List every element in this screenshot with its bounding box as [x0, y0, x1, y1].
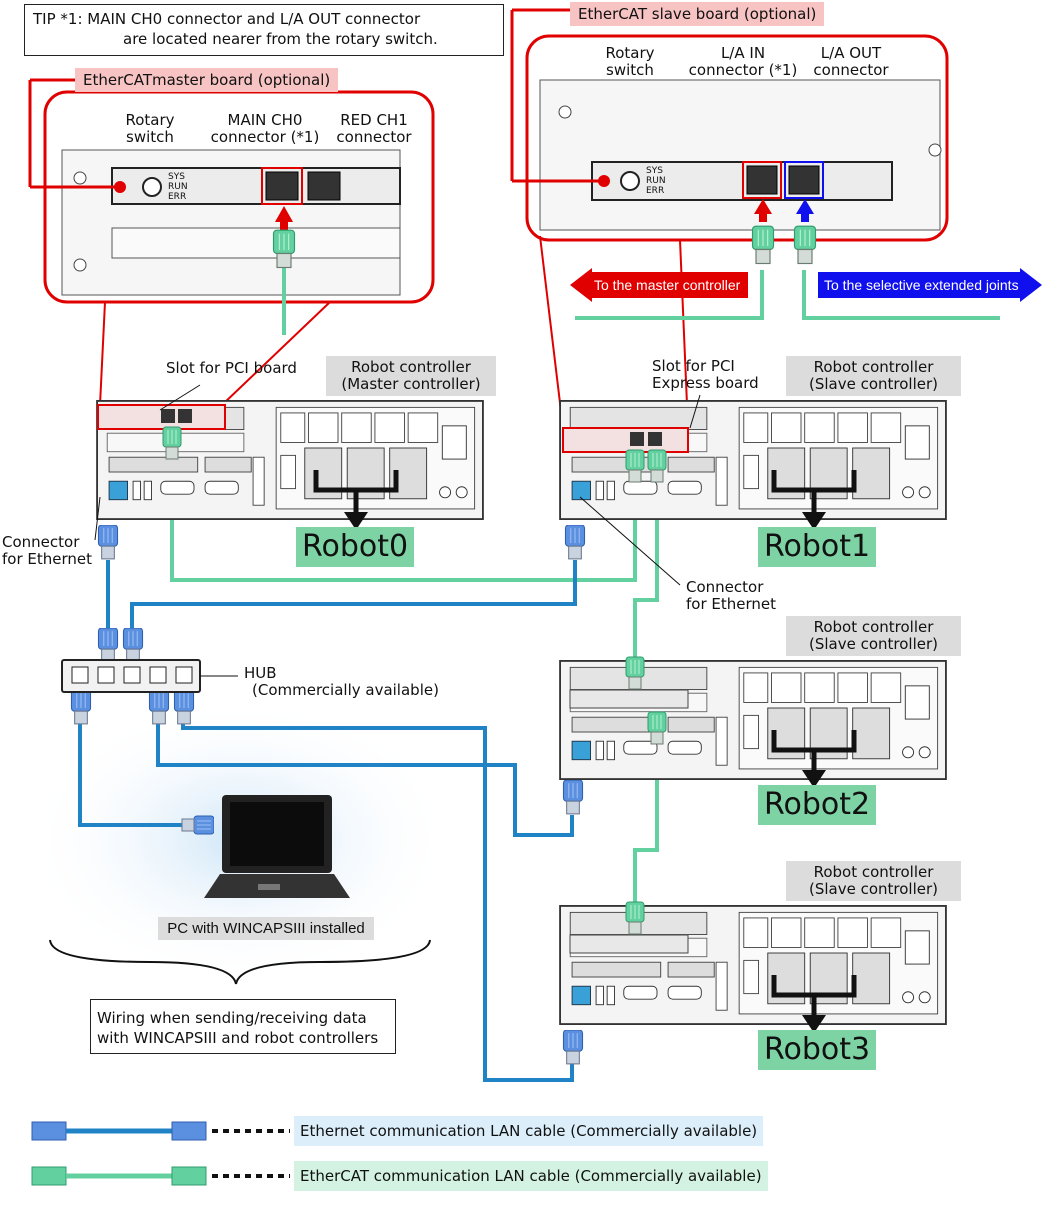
controller-slave-1: [559, 400, 947, 520]
hub-label: HUB (Commercially available): [244, 664, 439, 699]
la-in-label: L/A IN connector (*1): [688, 44, 798, 79]
master-board-title: EtherCATmaster board (optional): [75, 68, 339, 92]
laptop-icon: [204, 795, 350, 898]
controller-slave-1-label: Robot controller (Slave controller): [786, 356, 961, 396]
legend-ethercat-label: EtherCAT communication LAN cable (Commer…: [294, 1161, 768, 1191]
wiring-note-line-2: with WINCAPSIII and robot controllers: [97, 1029, 379, 1047]
robot3-label: Robot3: [758, 1030, 877, 1070]
to-master-label: To the master controller: [594, 277, 741, 293]
master-rotary-switch-label: Rotary switch: [125, 111, 175, 146]
wiring-note-line-1: Wiring when sending/receiving data: [97, 1009, 367, 1027]
robot-arrows: [313, 470, 857, 1033]
master-led-labels: SYS RUN ERR: [168, 172, 188, 202]
wiring-note-box: Wiring when sending/receiving data with …: [90, 999, 396, 1054]
hub-device: [61, 659, 238, 693]
controller-slave-3: [559, 905, 947, 1025]
slave-board-title: EtherCAT slave board (optional): [570, 2, 825, 26]
to-master-arrow: [570, 268, 748, 302]
controller-slave-2: [559, 660, 947, 780]
ethernet-connector-label-master: Connector for Ethernet: [2, 533, 93, 568]
slave-led-labels: SYS RUN ERR: [646, 166, 666, 196]
legend-ethernet-label: Ethernet communication LAN cable (Commer…: [294, 1116, 764, 1146]
slave-board-inset: [525, 34, 949, 242]
robot2-label: Robot2: [758, 785, 877, 825]
pci-slot-label: Slot for PCI board: [166, 359, 297, 377]
legend-ethercat-cable: [31, 1166, 290, 1186]
wiring-brace: [49, 939, 431, 985]
robot0-label: Robot0: [296, 527, 415, 567]
to-joints-arrow: [818, 268, 1042, 302]
tip-box: TIP *1: MAIN CH0 connector and L/A OUT c…: [24, 4, 504, 56]
ethernet-connector-label-slave: Connector for Ethernet: [686, 578, 777, 613]
pci-express-slot-label: Slot for PCI Express board: [652, 357, 759, 392]
legend-ethernet-cable: [31, 1121, 290, 1141]
to-joints-label: To the selective extended joints: [824, 277, 1019, 293]
robot1-label: Robot1: [758, 527, 877, 567]
pc-label: PC with WINCAPSIII installed: [158, 917, 374, 940]
controller-slave-2-label: Robot controller (Slave controller): [786, 616, 961, 656]
main-ch0-label: MAIN CH0 connector (*1): [210, 111, 320, 146]
controller-master-label: Robot controller (Master controller): [326, 356, 496, 396]
red-ch1-label: RED CH1 connector: [336, 111, 412, 146]
la-out-label: L/A OUT connector: [813, 44, 889, 79]
slave-rotary-switch-label: Rotary switch: [605, 44, 655, 79]
tip-line-2: are located nearer from the rotary switc…: [123, 30, 438, 48]
master-board-inset: [43, 90, 435, 304]
controller-slave-3-label: Robot controller (Slave controller): [786, 861, 961, 901]
tip-line-1: TIP *1: MAIN CH0 connector and L/A OUT c…: [33, 10, 421, 28]
